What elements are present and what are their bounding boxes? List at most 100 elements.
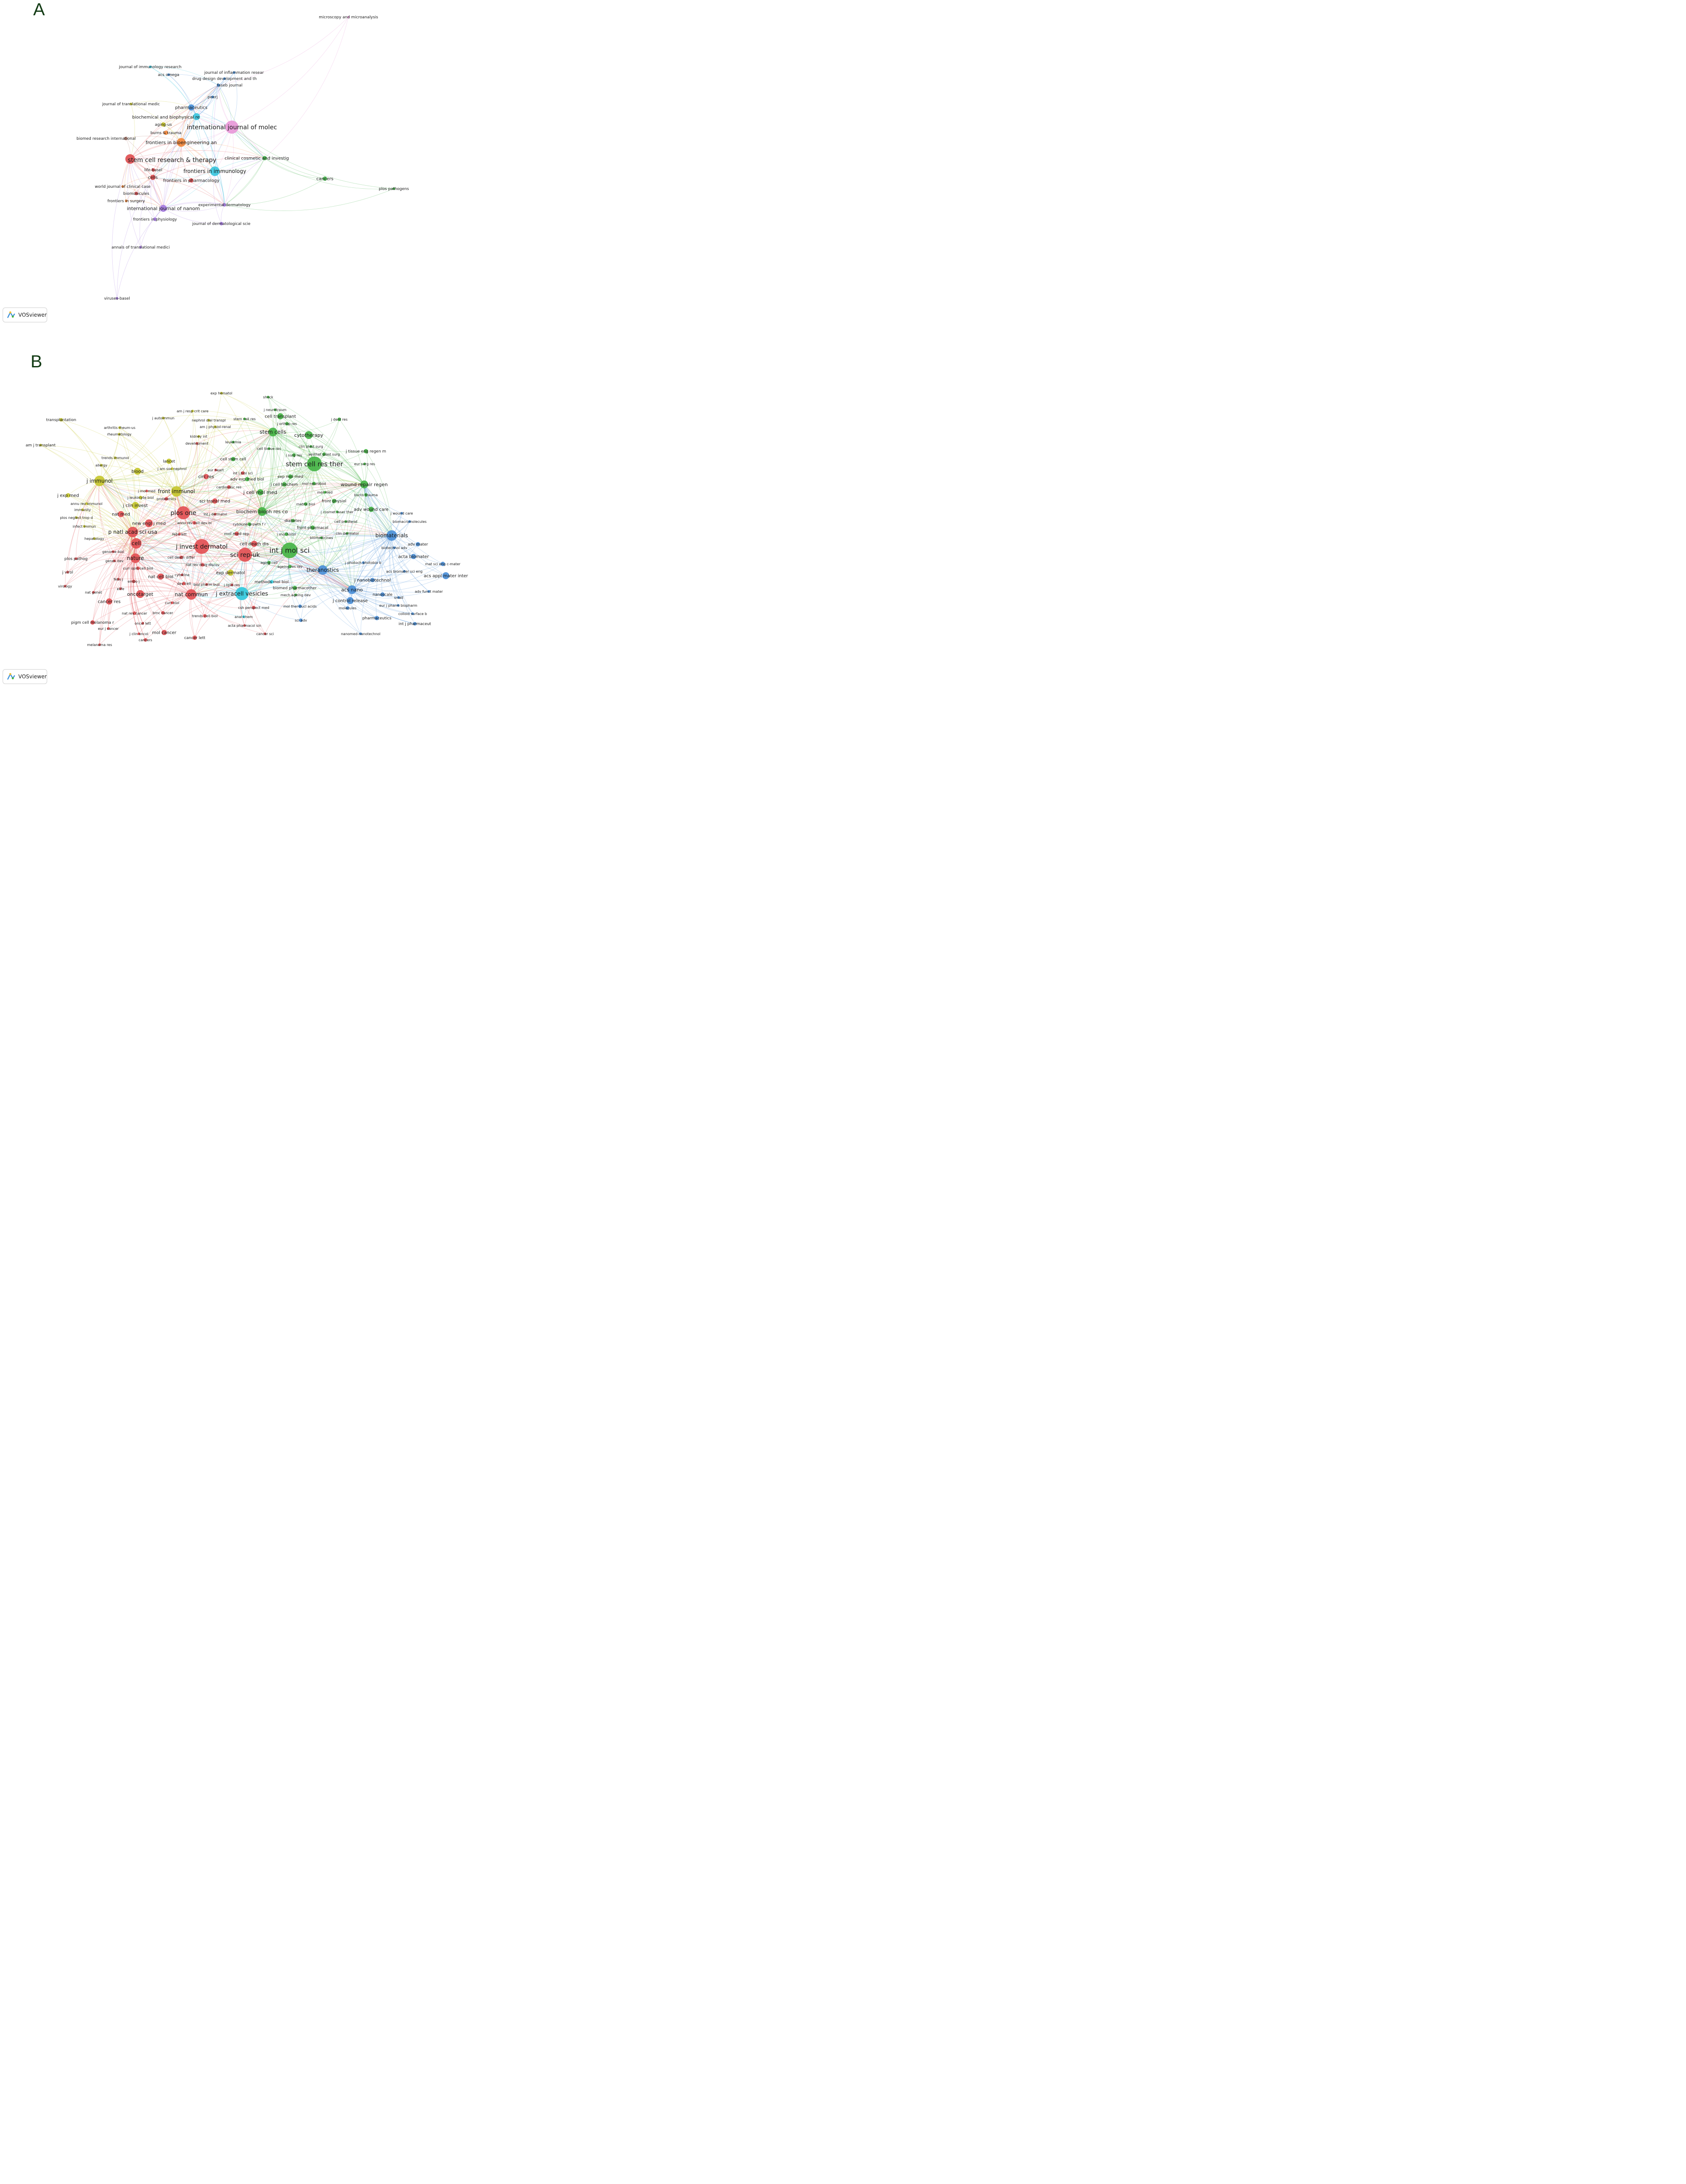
edge-kidneyint-plosone (183, 436, 200, 513)
edge-trendsimmunol-plosone (115, 457, 184, 513)
node-label-embo-j: embo j (128, 580, 139, 584)
edge-circres-jinvestderm (201, 476, 210, 547)
edge-shock-stemcellresther (268, 397, 315, 464)
edge-nature-plosone (135, 512, 184, 559)
edge-theranostics-natcommun (191, 570, 323, 595)
edge-transplantation-pnas (61, 419, 133, 532)
edge-blood-plosone (137, 471, 184, 513)
edge-biochembioph-jinvestderm (201, 511, 262, 547)
edge-jinvestderm-stemcells (201, 432, 273, 547)
edge-ijnanom-bbrc (163, 116, 197, 209)
node-label-ageing-res-rev: ageing res rev (277, 565, 303, 569)
edge-cshperspect-intjmolsci (253, 550, 290, 608)
edge-molecules-intjmolsci (289, 550, 348, 608)
node-label-febs-lett: febs lett (172, 532, 187, 536)
node-nat-commun (186, 589, 197, 600)
edge-expderm-clincos (224, 158, 265, 205)
edge-natrevcancer-natcommun (134, 594, 192, 614)
edge-molneurobiol-stemcells (272, 432, 314, 484)
node-hepatology (93, 537, 96, 540)
edge-natcommun-woundrepair (191, 484, 365, 595)
edge-nature-natcommun (135, 558, 192, 595)
node-am-j-transplant (39, 444, 42, 446)
node-aging-cell (267, 561, 271, 564)
node-label-biomedicines: biomedicines (310, 536, 333, 540)
edge-cshperspect-natcommun (191, 594, 254, 608)
node-label-oncotarget: oncotarget (127, 591, 154, 597)
node-label-mol-med-rep: mol med rep (224, 532, 249, 536)
edge-pharmaceutics-intjmolsci (289, 550, 377, 619)
edge-jclinoncol-nature (131, 558, 139, 634)
edge-jclinoncol-natcommun (138, 594, 192, 634)
edge-infectimmun-nature (84, 526, 136, 559)
edge-transplantation-frontimmunol (61, 419, 177, 492)
node-acta-biomater (411, 554, 416, 559)
edge-pharmaceutics-cells (152, 107, 192, 178)
edge-cellprolif-woundrepair (345, 484, 365, 522)
node-adv-exp-med-biol (245, 477, 249, 481)
edge-biomaterials-natcommun (191, 535, 392, 595)
vosviewer-logo-icon (7, 311, 15, 318)
edge-acsnano-woundrepair (348, 484, 365, 590)
edge-virology-jimmunol (65, 480, 100, 587)
node-label-am-j-resp-crit-care: am j resp crit care (177, 409, 209, 413)
vosviewer-logo-icon (7, 673, 15, 680)
node-leukemia (232, 441, 234, 443)
node-matrix-biol (304, 502, 307, 506)
edge-jextracell-stemcells (241, 432, 273, 594)
edge-scirepuk-stemcells (245, 432, 273, 555)
edge-allergy-frontimmunol (101, 465, 177, 492)
edge-exphem-stemcellresther (221, 393, 315, 464)
edge-devcell-jextracell (183, 582, 242, 594)
node-label-cell-tissue-res: cell tissue res (257, 447, 281, 451)
edge-rheumatology-jimmunol (99, 434, 120, 481)
node-biomolecules (134, 192, 138, 195)
node-nanoscale (380, 592, 385, 597)
edge-eurheart-stemcells (215, 432, 273, 470)
edge-intjmolsci-woundrepair (289, 484, 365, 551)
node-label-cytotherapy: cytotherapy (294, 432, 324, 438)
node-viruses-basel (116, 297, 118, 300)
node-cancer-sci (264, 632, 266, 635)
node-label-j-mol-med: j mol med (138, 489, 155, 493)
node-int-j-dermatol (214, 513, 217, 515)
edge-scirepuk-natcommun (191, 554, 245, 595)
node-small (397, 596, 400, 599)
edge-frontbio-faseb (181, 85, 219, 143)
node-label-biomacromolecules: biomacromolecules (393, 520, 427, 524)
node-international-journal-of-nanom (160, 205, 167, 212)
node-pharmaceutics (375, 616, 379, 620)
node-biochemical-and-biophysical-re (193, 113, 200, 120)
node-virology (64, 585, 66, 587)
edge-clincos-expderm (224, 158, 265, 205)
edge-clinderm-theranostics (322, 533, 348, 570)
edge-bmccancer-nature (135, 558, 163, 613)
node-experimental-dermatology (223, 203, 226, 207)
edge-circres-biochembioph (206, 476, 262, 512)
edge-elife-natcommun (120, 586, 192, 595)
node-cell-tissue-res (268, 447, 270, 450)
edge-clincos-expderm (224, 158, 265, 205)
edge-frontsurg-cells (126, 177, 153, 201)
edge-lancet-pnas (132, 461, 169, 532)
edge-burnstrauma-theranostics (322, 494, 366, 570)
edge-biomedpharm-acsnano (294, 584, 352, 590)
node-label-blood: blood (131, 470, 144, 474)
node-j-cell-biochem (282, 482, 286, 487)
node-label-plos-one: plos one (170, 510, 196, 517)
edge-frontimmunol-jimmunol (99, 480, 177, 493)
node-j-tissue-eng-regen-m (364, 449, 368, 453)
edge-cancerres-nature (109, 558, 136, 602)
edge-agingus-pharmaceutics (163, 107, 192, 125)
node-genes-dev (113, 560, 116, 562)
node-label-mol-cancer: mol cancer (152, 631, 176, 636)
edge-pharmaceutics-faseb (191, 85, 219, 108)
edge-amjphys-biochembioph (215, 426, 262, 512)
edge-viruses-scrt (112, 159, 131, 299)
edge-cellstemcell-stemcells (233, 432, 273, 460)
node-label-j-leukocyte-biol: j leukocyte biol (127, 496, 154, 500)
edge-cancerlett-jextracell (194, 593, 242, 638)
node-label-eur-j-pharm-biopharm: eur j pharm biopharm (379, 604, 417, 608)
edge-ijmolec-expderm (224, 127, 234, 205)
